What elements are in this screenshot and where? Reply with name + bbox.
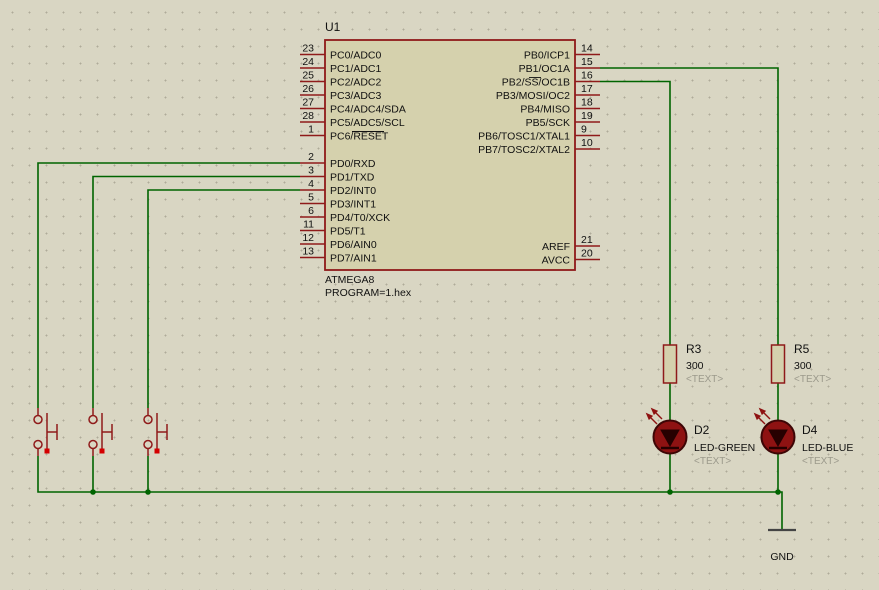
resistor-body: [662, 344, 678, 384]
pin-name: PB3/MOSI/OC2: [496, 90, 570, 102]
push-button-3[interactable]: [143, 408, 168, 456]
resistor-body: [770, 344, 786, 384]
mcu-ref: U1: [325, 20, 341, 34]
pin-name: PB6/TOSC1/XTAL1: [478, 131, 570, 143]
junction-dot: [775, 489, 781, 495]
pin-number: 18: [581, 97, 593, 109]
pin-number: 12: [302, 232, 314, 244]
wire-net[interactable]: [37, 67, 783, 530]
pin-number: 26: [302, 83, 314, 95]
pin-name: AREF: [542, 241, 570, 253]
pin-number: 24: [302, 56, 314, 68]
contact-state-dot: [44, 448, 50, 454]
ground-label: GND: [770, 551, 794, 563]
pin-name: PB4/MISO: [520, 104, 570, 116]
pin-number: 15: [581, 56, 593, 68]
pin-name: AVCC: [542, 255, 571, 267]
contact-state-dot: [99, 448, 105, 454]
pin-name: PB2/SS/OC1B: [502, 77, 570, 89]
resistor-ref: R5: [794, 342, 810, 356]
led-ref: D4: [802, 423, 818, 437]
pin-name: PB1/OC1A: [519, 63, 570, 75]
led-d4[interactable]: D4 LED-BLUE <TEXT>: [753, 407, 853, 467]
pin-number: 2: [308, 151, 314, 163]
pin-name: PC4/ADC4/SDA: [330, 104, 406, 116]
resistor-note: <TEXT>: [794, 374, 831, 385]
pin-name: PD0/RXD: [330, 158, 376, 170]
ground-terminal[interactable]: GND: [768, 528, 796, 563]
pin-name: PC5/ADC5/SCL: [330, 117, 405, 129]
mcu-body[interactable]: [324, 39, 576, 271]
pin-name: PD6/AIN0: [330, 239, 377, 251]
pin-name: PD3/INT1: [330, 199, 376, 211]
pin-name: PD1/TXD: [330, 172, 375, 184]
pin-number: 28: [302, 110, 314, 122]
pin-number: 9: [581, 124, 587, 136]
pin-name: PC1/ADC1: [330, 63, 382, 75]
pin-number: 20: [581, 248, 593, 260]
led-ref: D2: [694, 423, 710, 437]
pin-number: 14: [581, 43, 593, 55]
led-d2[interactable]: D2 LED-GREEN <TEXT>: [645, 407, 755, 467]
pin-number: 21: [581, 234, 593, 246]
push-button-1[interactable]: [33, 408, 58, 456]
pin-number: 6: [308, 205, 314, 217]
mcu-u1[interactable]: U1 23 24 25 26 27 28 1 2 3 4 5 6 11 12 1…: [300, 20, 600, 299]
pin-name: PB7/TOSC2/XTAL2: [478, 144, 570, 156]
junction-dot: [90, 489, 96, 495]
mcu-program: PROGRAM=1.hex: [325, 287, 412, 299]
contact-state-dot: [154, 448, 160, 454]
pin-number: 16: [581, 70, 593, 82]
push-button-2[interactable]: [88, 408, 113, 456]
pin-number: 17: [581, 83, 593, 95]
resistor-r5[interactable]: R5 300 <TEXT>: [770, 342, 832, 385]
pin-number: 27: [302, 97, 314, 109]
pin-name: PB0/ICP1: [524, 50, 570, 62]
junction-dot: [667, 489, 673, 495]
led-model: LED-BLUE: [802, 442, 853, 454]
led-model: LED-GREEN: [694, 442, 755, 454]
resistor-value: 300: [686, 360, 704, 372]
resistor-value: 300: [794, 360, 812, 372]
pin-name: PD2/INT0: [330, 185, 376, 197]
pin-number: 19: [581, 110, 593, 122]
pin-name: PB5/SCK: [526, 117, 570, 129]
led-note: <TEXT>: [802, 456, 839, 467]
pin-name: PD5/T1: [330, 226, 366, 238]
pin-name: PD7/AIN1: [330, 253, 377, 265]
junction-dot: [145, 489, 151, 495]
pin-number: 1: [308, 124, 314, 136]
pin-name: PD4/T0/XCK: [330, 212, 390, 224]
pin-number: 3: [308, 165, 314, 177]
pin-number: 4: [308, 178, 314, 190]
mcu-right-pin-stubs[interactable]: [575, 53, 600, 261]
resistor-r3[interactable]: R3 300 <TEXT>: [662, 342, 724, 385]
pin-name: PC2/ADC2: [330, 77, 382, 89]
pin-number: 25: [302, 70, 314, 82]
pin-number: 10: [581, 137, 593, 149]
pin-number: 11: [303, 219, 314, 231]
pin-number: 23: [302, 43, 314, 55]
led-note: <TEXT>: [694, 456, 731, 467]
pin-name: PC6/RESET: [330, 131, 389, 143]
resistor-note: <TEXT>: [686, 374, 723, 385]
pin-number: 5: [308, 192, 314, 204]
mcu-left-pin-stubs[interactable]: [300, 53, 325, 259]
pin-name: PC0/ADC0: [330, 50, 382, 62]
mcu-part: ATMEGA8: [325, 274, 375, 286]
pin-number: 13: [302, 246, 314, 258]
resistor-ref: R3: [686, 342, 702, 356]
pin-name: PC3/ADC3: [330, 90, 382, 102]
